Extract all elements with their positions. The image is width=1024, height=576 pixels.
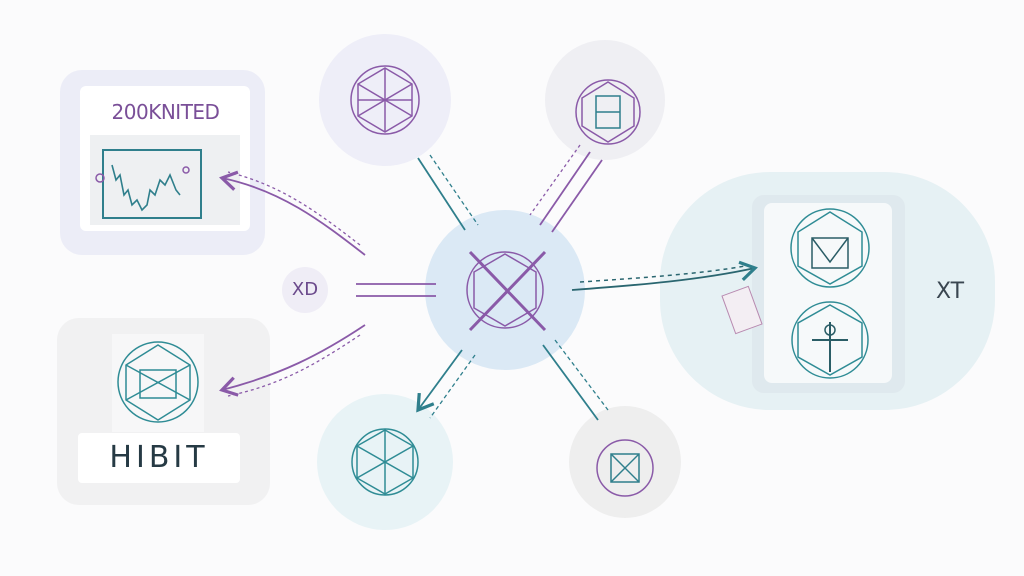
- gem-icon: [350, 65, 420, 135]
- node-top-right[interactable]: [545, 40, 665, 160]
- xt-label: XT: [935, 279, 965, 304]
- line-chart-icon: [111, 164, 181, 212]
- gem-icon: [790, 208, 870, 288]
- node-top-left[interactable]: [319, 34, 451, 166]
- crossed-gem-icon: [466, 250, 547, 332]
- gem-icon: [351, 428, 419, 496]
- gem-icon: [117, 341, 199, 423]
- gem-icon: [791, 301, 869, 379]
- chart-card-title: 200KNITED: [111, 100, 220, 124]
- connectors: [219, 144, 758, 421]
- center-hub[interactable]: [425, 210, 585, 370]
- gem-icon: [596, 439, 654, 497]
- node-bottom-right[interactable]: [569, 406, 681, 518]
- xd-label: XD: [291, 279, 319, 300]
- right-panel[interactable]: [660, 172, 995, 410]
- gem-icon: [575, 79, 641, 145]
- chart-card[interactable]: [60, 70, 265, 255]
- xd-badge: [282, 267, 328, 313]
- node-bottom-left[interactable]: [317, 394, 453, 530]
- gem-card-label: HIBIT: [109, 440, 209, 475]
- tag-icon: [721, 285, 763, 335]
- gem-card[interactable]: [57, 318, 270, 505]
